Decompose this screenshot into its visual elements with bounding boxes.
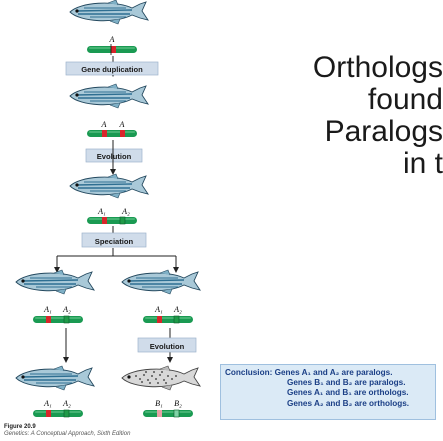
species-2-final-chromosome	[143, 410, 193, 417]
conclusion-line-4: Genes A₂ and B₂ are orthologs.	[287, 398, 410, 408]
slide-line-4: in t	[402, 148, 443, 180]
species-1-final-a2	[63, 409, 70, 418]
ancestor-fish	[69, 0, 149, 25]
evolution-box-1	[85, 148, 143, 163]
gene-b2-label: B₂	[174, 399, 182, 408]
conclusion-line-1: Genes A₁ and A₂ are paralogs.	[274, 368, 393, 377]
gene-a-copy-1-label: A	[101, 120, 107, 129]
species-2-a2-label: A₂	[173, 305, 182, 314]
evolution-label-2: Evolution	[150, 342, 185, 351]
species-1-fish	[15, 269, 95, 295]
gene-a-copy-2-label: A	[119, 120, 125, 129]
gene-a2-label: A₂	[121, 207, 130, 216]
gene-a-marker	[111, 46, 116, 53]
species-1-final-a1-label: A₁	[43, 399, 52, 408]
gene-a-copy-1	[102, 130, 107, 137]
gene-a-copy-2	[120, 130, 125, 137]
gene-a1-marker	[102, 217, 107, 224]
conclusion-box: Conclusion: Genes A₁ and A₂ are paralogs…	[220, 364, 436, 420]
fish-after-evolution	[69, 173, 149, 199]
figure-citation: Genetics: A Conceptual Approach, Sixth E…	[4, 431, 131, 437]
species-1-final-a1	[46, 410, 51, 417]
species-2-chromosome	[143, 316, 193, 323]
species-2-a2	[173, 315, 180, 324]
species-1-a1-label: A₁	[43, 305, 52, 314]
species-1-final-a2-label: A₂	[62, 399, 71, 408]
gene-a1-label: A₁	[97, 207, 106, 216]
slide-body-text: Orthologs found Paralogs in t	[283, 52, 443, 180]
species-2-fish	[121, 269, 201, 295]
gene-a-label: A	[109, 35, 115, 44]
species-1-a1	[46, 316, 51, 323]
conclusion-line-3: Genes A₁ and B₁ are orthologs.	[287, 388, 409, 398]
conclusion-lead: Conclusion:	[225, 368, 273, 377]
gene-duplication-label: Gene duplication	[81, 65, 143, 74]
species-2-final-fish	[121, 365, 201, 391]
species-1-a2-label: A₂	[62, 305, 71, 314]
species-1-a2	[63, 315, 70, 324]
species-2-a1-label: A₁	[154, 305, 163, 314]
species-2-final-b1	[157, 410, 162, 417]
slide-line-3: Paralogs	[324, 116, 443, 148]
species-1-final-fish	[15, 365, 95, 391]
evolution-label-1: Evolution	[97, 152, 132, 161]
species-2-final-b2	[173, 409, 180, 418]
species-2-a1	[157, 316, 162, 323]
evolution-box-2	[137, 337, 197, 353]
gene-b1-label: B₁	[155, 399, 163, 408]
conclusion-line-2: Genes B₁ and B₂ are paralogs.	[287, 378, 406, 388]
slide-line-1: Orthologs	[312, 52, 443, 84]
diverged-chromosome	[87, 217, 137, 224]
species-1-chromosome	[33, 316, 83, 323]
fish-after-duplication	[69, 83, 149, 109]
ancestor-chromosome	[87, 44, 137, 55]
species-1-final-chromosome	[33, 410, 83, 417]
slide-line-2: found	[367, 84, 443, 116]
speciation-label: Speciation	[95, 237, 134, 246]
gene-duplication-box	[65, 61, 159, 76]
gene-a2-marker	[119, 216, 126, 225]
figure-caption: Figure 20.9 Genetics: A Conceptual Appro…	[4, 424, 130, 438]
figure-number: Figure 20.9	[4, 424, 36, 430]
speciation-box	[81, 232, 147, 248]
duplicated-chromosome	[87, 130, 137, 137]
